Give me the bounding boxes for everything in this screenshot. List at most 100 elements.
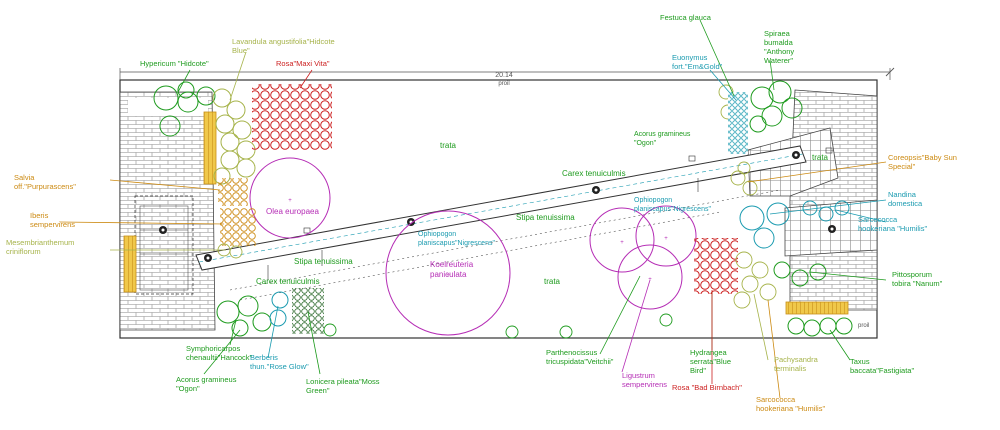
acorus-top-line1: Acorus gramineus: [634, 131, 691, 138]
sarcococca-right-callout-line: Sarcococca: [858, 215, 898, 224]
olea-label: Olea europaea: [266, 207, 319, 216]
koelreuteria-label-line2: paniculata: [430, 270, 467, 279]
nandina-shrubs: [739, 202, 790, 249]
euonymus-callout-line: Euonymus: [672, 53, 708, 62]
lavandula-shrubs: [212, 88, 256, 185]
lavandula-callout-line: Lavandula angustifolia"Hidcote: [232, 37, 335, 46]
nandina-callout-line: domestica: [888, 199, 923, 208]
diagonal-path: [195, 145, 807, 301]
iberis-shrubs: [220, 208, 256, 246]
symphoricarpos-shrubs: [216, 295, 272, 337]
profile-label-top: proil: [498, 81, 509, 87]
ophiopogon-label-1-line1: Ophiopogon: [418, 231, 456, 238]
lonicera-shrubs: [292, 288, 324, 334]
rosa-bad-callout-line: Rosa "Bad Birnbach": [672, 383, 742, 392]
mesembryanthemum-callout-line: criniflorum: [6, 247, 41, 256]
spiraea-callout-line: bumalda: [764, 38, 794, 47]
ophiopogon-label-2: Ophiopogon planiscapus"Nigrescens": [634, 197, 711, 213]
euonymus-shrubs: [728, 92, 748, 154]
acorus-bottom-callout: Acorus gramineus"Ogon": [176, 375, 237, 393]
carex-label-1: Carex tenuiculmis: [256, 277, 320, 286]
lonicera-callout-line: Green": [306, 386, 330, 395]
carex-label-2: Carex tenuiculmis: [562, 169, 626, 178]
profile-label-right: proil: [858, 323, 869, 329]
svg-text:+: +: [446, 273, 450, 279]
rosa-maxi-callout: Rosa"Maxi Vita": [276, 59, 330, 68]
parthenocissus-circles: + + +: [589, 205, 697, 310]
svg-text:+: +: [288, 198, 292, 204]
lonicera-callout-line: Lonicera pileata"Moss: [306, 377, 380, 386]
hydrangea-callout-line: Bird": [690, 366, 706, 375]
dimension-value: 20.14: [495, 72, 513, 79]
top-dimension: 20.14 proil: [119, 67, 895, 87]
hypericum-callout-line: Hypericum "Hidcote": [140, 59, 209, 68]
koelreuteria-tree: +: [385, 210, 511, 336]
rosa-bad-callout: Rosa "Bad Birnbach": [672, 383, 742, 392]
path-lights: [159, 151, 836, 262]
sarcococca-right-callout-line: hookeriana "Humilis": [858, 224, 927, 233]
bench-right: [785, 301, 849, 315]
parthenocissus-callout-line: Parthenocissus: [546, 348, 598, 357]
acorus-bottom-callout-line: "Ogon": [176, 384, 200, 393]
nandina-callout-line: Nandina: [888, 190, 917, 199]
euonymus-callout-line: fort."Em&Gold": [672, 62, 723, 71]
rosa-maxi-callout-line: Rosa"Maxi Vita": [276, 59, 330, 68]
festuca-callout: Festuca glauca: [660, 13, 712, 22]
mesembryanthemum-callout-line: Mesembrianthemum: [6, 238, 74, 247]
koelreuteria-label-line1: Koelreuteria: [430, 260, 474, 269]
symphoricarpos-callout-line: Symphoricarpos: [186, 344, 240, 353]
acorus-top-line2: "Ogon": [634, 140, 657, 147]
pachysandra-callout-line: terminalis: [774, 364, 806, 373]
ophiopogon-label-1-line2: planiscapus"Nigrescens": [418, 240, 495, 247]
iberis-callout-line: Iberis: [30, 211, 49, 220]
svg-text:+: +: [620, 240, 624, 246]
paving-right: [789, 89, 878, 311]
svg-text:+: +: [648, 277, 652, 283]
lawn-label-top: trata: [440, 141, 457, 150]
stipa-label-2: Stipa tenuissima: [516, 213, 575, 222]
berberis-callout-line: Berberis: [250, 353, 278, 362]
berberis-callout-line: thun."Rose Glow": [250, 362, 309, 371]
pittosporum-callout-line: tobira "Nanum": [892, 279, 943, 288]
koelreuteria-label: Koelreuteria paniculata: [430, 260, 475, 279]
rosa-maxi-vita: [252, 84, 332, 150]
olea-tree: +: [249, 157, 331, 239]
spiraea-callout-line: Waterer": [764, 56, 793, 65]
area-labels: trata trata trata: [440, 141, 829, 286]
bench-left: [123, 235, 137, 293]
salvia-callout-line: off."Purpurascens": [14, 182, 76, 191]
ligustrum-callout-line: sempervirens: [622, 380, 667, 389]
coreopsis-callout-line: Coreopsis"Baby Sun: [888, 153, 957, 162]
lavandula-callout-line: Blue": [232, 46, 250, 55]
coreopsis-shrubs: [730, 161, 758, 196]
taxus-shrubs: [787, 317, 853, 337]
parthenocissus-callout-line: tricuspidata"Veitchii": [546, 357, 614, 366]
taxus-callout-line: baccata"Fastigiata": [850, 366, 914, 375]
acorus-label-top: Acorus gramineus "Ogon": [634, 131, 692, 147]
spiraea-shrubs: [749, 80, 803, 133]
acorus-bottom-callout-line: Acorus gramineus: [176, 375, 237, 384]
sarcococca-bottom-callout-line: hookeriana "Humilis": [756, 404, 825, 413]
stipa-label-1: Stipa tenuissima: [294, 257, 353, 266]
pachysandra-callout-line: Pachysandra: [774, 355, 819, 364]
svg-text:+: +: [664, 236, 668, 242]
pittosporum-callout-line: Pittosporum: [892, 270, 932, 279]
